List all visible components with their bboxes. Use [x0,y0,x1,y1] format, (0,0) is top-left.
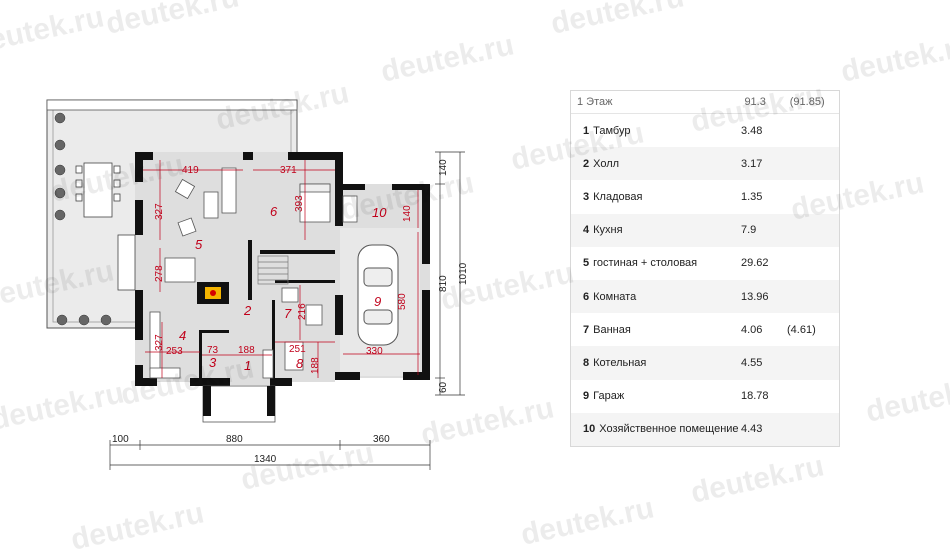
room-area: 4.55 [741,356,763,369]
room-name: Холл [593,157,620,170]
room-name: гостиная + столовая [593,257,698,270]
room-name: Тамбур [593,124,631,137]
car-icon [357,244,399,346]
floor-area: 91.3 [744,96,766,108]
dim-188: 188 [238,345,255,356]
room-area: 13.96 [741,290,769,303]
room-number-4: 4 [179,328,186,343]
dim-327-top: 327 [154,203,165,220]
room-number-6: 6 [270,204,278,219]
watermark: deutek.ru [687,449,827,510]
room-name: Хозяйственное помещение [599,423,739,436]
room-name: Гараж [593,390,625,403]
room-area: 3.17 [741,157,763,170]
watermark: deutek.ru [547,0,687,41]
furniture [149,167,358,379]
room-num: 6 [583,290,590,303]
table-header: 1 Этаж 91.3 (91.85) [571,91,839,114]
room-name: Кухня [593,224,623,237]
dim-1340: 1340 [254,454,277,465]
dim-73: 73 [207,345,219,356]
dim-393: 393 [294,195,305,212]
room-number-labels: 1 2 3 4 5 6 7 8 9 10 [179,204,387,373]
bay-window [117,234,136,291]
dim-188-vertical: 188 [310,357,321,374]
room-area: 29.62 [741,257,769,270]
room-num: 2 [583,157,590,170]
staircase [257,255,289,285]
room-name: Котельная [593,356,647,369]
room-number-7: 7 [284,306,292,321]
room-area: 1.35 [741,190,763,203]
watermark: deutek.ru [862,368,950,429]
dim-419: 419 [182,165,199,176]
room-name: Ванная [593,323,631,336]
dim-251: 251 [289,344,306,355]
floor-label: 1 Этаж [577,96,613,108]
room-number-3: 3 [209,355,217,370]
dim-327-bottom: 327 [154,334,165,351]
room-area: 4.43 [741,423,763,436]
room-number-8: 8 [296,356,304,371]
dim-330: 330 [366,346,383,357]
room-num: 10 [583,423,596,436]
dim-140-outer: 140 [438,159,449,176]
room-area-alt: (4.61) [787,323,816,336]
room-area: 7.9 [741,224,757,237]
room-num: 9 [583,390,590,403]
room-num: 3 [583,190,590,203]
plant-icons [54,112,112,326]
outer-dimension-lines [109,151,465,470]
room-name: Комната [593,290,637,303]
dim-253: 253 [166,346,183,357]
dim-278: 278 [154,265,165,282]
inner-dimension-lines [143,160,420,378]
dim-1010: 1010 [458,262,469,285]
fireplace [197,282,229,304]
entrance-porch [202,385,276,423]
room-area: 18.78 [741,390,769,403]
room-number-9: 9 [374,294,381,309]
room-area: 4.06 [741,323,763,336]
dim-100: 100 [112,434,129,445]
outdoor-dining-set [75,162,121,218]
walls [135,152,430,386]
room-num: 5 [583,257,590,270]
room-number-10: 10 [372,205,387,220]
dim-371: 371 [280,165,297,176]
outer-dimension-labels: 100 880 360 1340 140 810 1010 60 [112,159,469,465]
room-num: 1 [583,124,590,137]
room-num: 7 [583,323,590,336]
dim-810: 810 [438,275,449,292]
room-name: Кладовая [593,190,643,203]
dim-140-inner: 140 [402,205,413,222]
room-number-1: 1 [244,358,251,373]
room-number-5: 5 [195,237,203,252]
dim-360: 360 [373,434,390,445]
dim-60: 60 [438,381,449,393]
room-number-2: 2 [243,303,252,318]
dim-216: 216 [297,303,308,320]
room-num: 4 [583,224,590,237]
floor-area-alt: (91.85) [789,96,825,108]
room-num: 8 [583,356,590,369]
inner-dimension-labels: 419 371 327 393 140 278 216 580 327 253 … [154,165,413,374]
floor-plan: 1 2 3 4 5 6 7 8 9 10 419 371 327 393 140… [46,99,469,470]
dim-880: 880 [226,434,243,445]
room-area: 3.48 [741,124,763,137]
dim-580: 580 [397,293,408,310]
watermark: deutek.ru [837,28,950,89]
